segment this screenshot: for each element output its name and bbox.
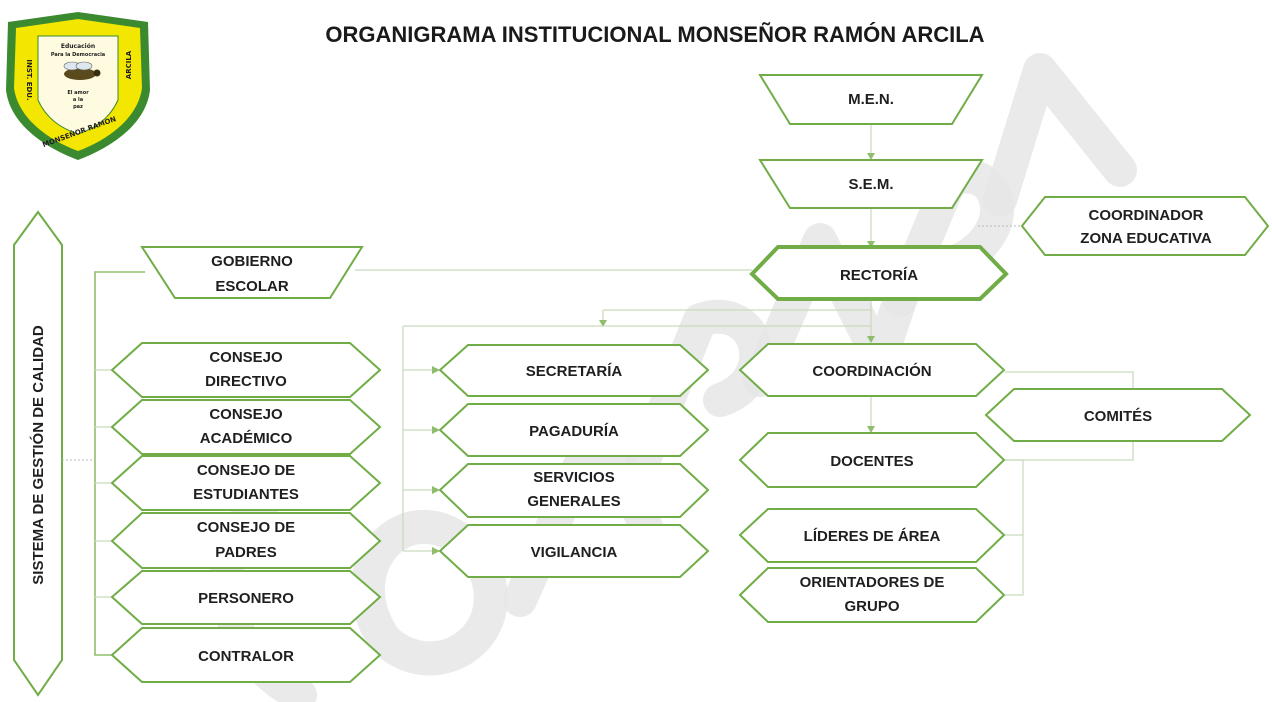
node-consejo-academico-line2: ACADÉMICO <box>200 430 293 447</box>
node-men-label: M.E.N. <box>848 91 894 108</box>
node-gobierno-line1: GOBIERNO <box>211 253 293 270</box>
node-vigilancia-label: VIGILANCIA <box>531 544 618 561</box>
logo-motto-3: paz <box>73 104 83 110</box>
logo-motto-1: El amor <box>67 90 89 96</box>
node-coordinador-zona-line2: ZONA EDUCATIVA <box>1080 230 1212 247</box>
bee-icon <box>63 61 101 80</box>
node-comites-label: COMITÉS <box>1084 408 1152 425</box>
node-secretaria-label: SECRETARÍA <box>526 363 623 380</box>
node-pagaduria: PAGADURÍA <box>438 403 710 457</box>
node-sem-label: S.E.M. <box>848 176 893 193</box>
node-consejo-directivo: CONSEJO DIRECTIVO <box>110 342 382 398</box>
node-coordinacion-label: COORDINACIÓN <box>812 362 931 380</box>
logo-text-top1: Educación <box>61 43 95 50</box>
institution-logo: Educación Para la Democracia El amor a l… <box>6 12 150 160</box>
node-orientadores-grupo: ORIENTADORES DE GRUPO <box>738 567 1006 623</box>
node-lideres-area: LÍDERES DE ÁREA <box>738 508 1006 563</box>
node-lideres-label: LÍDERES DE ÁREA <box>804 528 941 545</box>
node-coordinador-zona: COORDINADOR ZONA EDUCATIVA <box>1020 196 1270 256</box>
node-gobierno-line2: ESCOLAR <box>215 278 289 295</box>
node-personero: PERSONERO <box>110 570 382 625</box>
node-consejo-estudiantes-line2: ESTUDIANTES <box>193 486 299 503</box>
node-contralor: CONTRALOR <box>110 627 382 683</box>
node-gobierno-escolar: GOBIERNO ESCOLAR <box>140 246 364 299</box>
node-secretaria: SECRETARÍA <box>438 344 710 397</box>
node-consejo-estudiantes: CONSEJO DE ESTUDIANTES <box>110 455 382 511</box>
node-servicios-line2: GENERALES <box>527 493 620 510</box>
node-servicios-line1: SERVICIOS <box>533 469 614 486</box>
node-consejo-directivo-line2: DIRECTIVO <box>205 373 287 390</box>
node-contralor-label: CONTRALOR <box>198 648 294 665</box>
node-consejo-estudiantes-line1: CONSEJO DE <box>197 462 295 479</box>
node-consejo-padres-line2: PADRES <box>215 544 276 561</box>
node-pagaduria-label: PAGADURÍA <box>529 423 619 440</box>
node-personero-label: PERSONERO <box>198 590 294 607</box>
node-consejo-academico: CONSEJO ACADÉMICO <box>110 399 382 455</box>
node-docentes: DOCENTES <box>738 432 1006 488</box>
node-consejo-padres: CONSEJO DE PADRES <box>110 512 382 569</box>
quality-system-bar: SISTEMA DE GESTIÓN DE CALIDAD <box>13 210 63 697</box>
nodes: M.E.N. S.E.M. COORDINADOR ZONA EDUCATIVA… <box>110 74 1270 683</box>
node-vigilancia: VIGILANCIA <box>438 524 710 578</box>
node-rectoria-label: RECTORÍA <box>840 267 918 284</box>
logo-text-left: INST. EDU. <box>25 59 33 100</box>
node-coordinador-zona-line1: COORDINADOR <box>1089 207 1204 224</box>
node-comites: COMITÉS <box>984 388 1252 442</box>
node-rectoria: RECTORÍA <box>749 245 1009 301</box>
node-men: M.E.N. <box>758 74 984 125</box>
logo-text-top2: Para la Democracia <box>51 52 105 58</box>
node-coordinacion: COORDINACIÓN <box>738 343 1006 397</box>
node-orientadores-line1: ORIENTADORES DE <box>800 574 945 591</box>
node-orientadores-line2: GRUPO <box>844 598 899 615</box>
node-docentes-label: DOCENTES <box>830 453 913 470</box>
logo-motto-2: a la <box>73 97 83 103</box>
node-consejo-directivo-line1: CONSEJO <box>209 349 283 366</box>
page-title: ORGANIGRAMA INSTITUCIONAL MONSEÑOR RAMÓN… <box>325 22 984 47</box>
node-consejo-padres-line1: CONSEJO DE <box>197 519 295 536</box>
node-consejo-academico-line1: CONSEJO <box>209 406 283 423</box>
node-sem: S.E.M. <box>758 159 984 209</box>
quality-system-label: SISTEMA DE GESTIÓN DE CALIDAD <box>29 325 47 585</box>
logo-text-right: ARCILA <box>125 50 133 79</box>
connectors <box>62 124 1134 656</box>
node-servicios-generales: SERVICIOS GENERALES <box>438 463 710 518</box>
